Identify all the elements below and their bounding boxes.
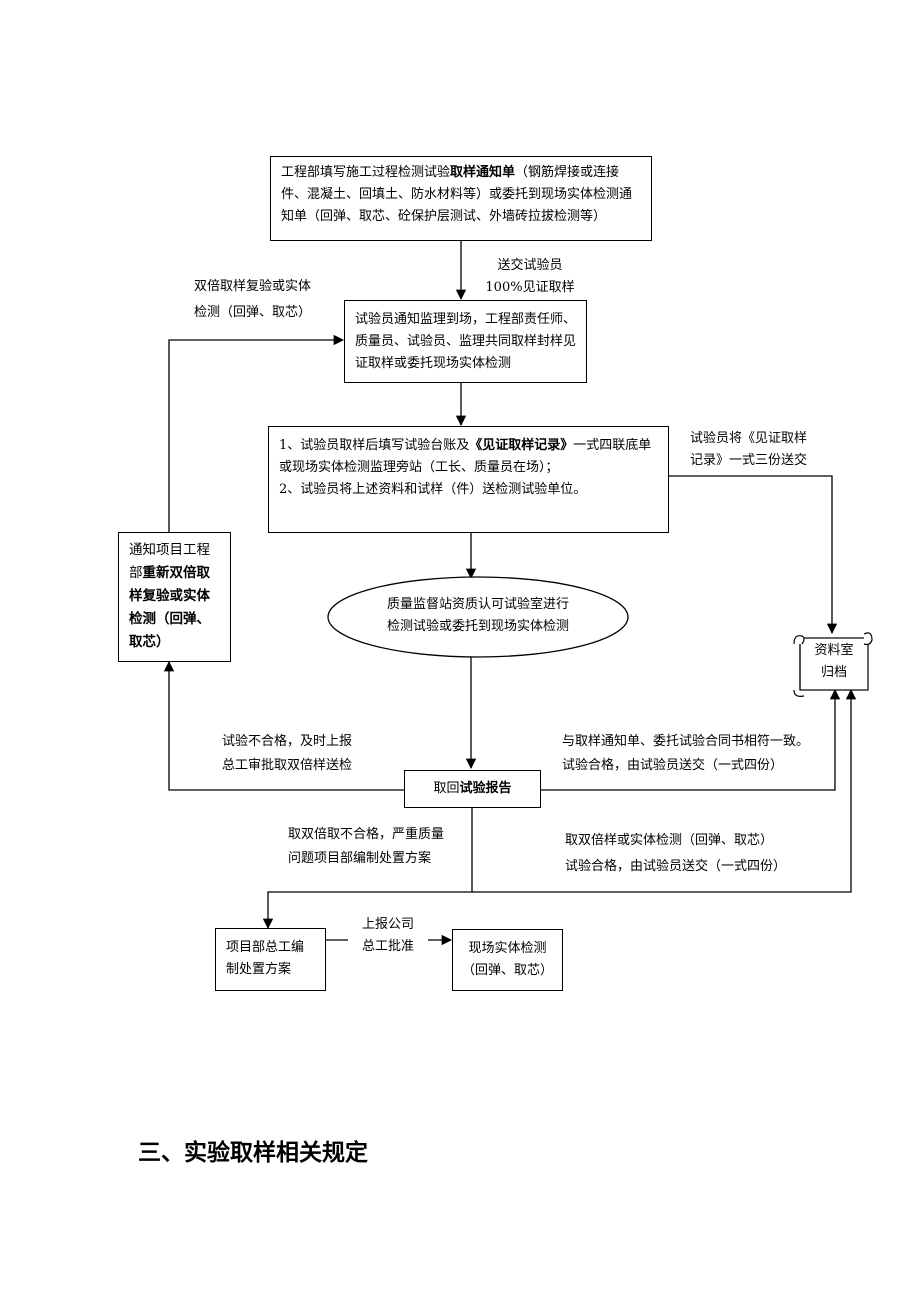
archive-line-1: 资料室	[814, 643, 854, 658]
arrow-branch-to-archive	[472, 688, 857, 893]
label-report-company-2: 总工批准	[361, 939, 414, 954]
witness-record-box: 1、试验员取样后填写试验台账及《见证取样记录》一式四联底单或现场实体检测监理旁站…	[268, 426, 669, 533]
witness-record-line-2: 2、试验员将上述资料和试样（件）送检测试验单位。	[279, 482, 587, 497]
label-double-fail: 取双倍取不合格，严重质量 问题项目部编制处置方案	[288, 824, 444, 870]
witness-record-line-1: 1、试验员取样后填写试验台账及《见证取样记录》一式四联底单或现场实体检测监理旁站…	[279, 435, 658, 479]
sampling-notice-text-1: 工程部填写施工过程检测试验	[281, 165, 451, 180]
label-double-sampling-2: 检测（回弹、取芯）	[194, 305, 312, 320]
site-inspection-line-1: 现场实体检测	[468, 941, 547, 956]
label-test-pass: 与取样通知单、委托试验合同书相符一致。 试验合格，由试验员送交（一式四份）	[562, 731, 809, 777]
label-test-fail-1: 试验不合格，及时上报	[222, 734, 353, 749]
label-send-tester-2: 100%见证取样	[485, 280, 575, 295]
label-test-pass-2: 试验合格，由试验员送交（一式四份）	[562, 758, 784, 773]
report-text: 取回	[433, 781, 460, 796]
arrow-report-pass-to-archive	[541, 688, 841, 791]
notify-bold: 重新双倍取样复验或实体检测（回弹、取芯）	[129, 565, 210, 650]
archive-label: 资料室 归档	[800, 640, 868, 684]
site-inspection-box: 现场实体检测 （回弹、取芯）	[452, 929, 563, 991]
sampling-notice-bold: 取样通知单	[450, 165, 516, 180]
sampling-notice-box: 工程部填写施工过程检测试验取样通知单（钢筋焊接或连接件、混凝土、回填土、防水材料…	[270, 156, 652, 241]
disposal-plan-box: 项目部总工编制处置方案	[215, 928, 326, 991]
label-double-pass-2: 试验合格，由试验员送交（一式四份）	[565, 859, 787, 874]
label-test-fail-2: 总工审批取双倍样送检	[222, 758, 353, 773]
joint-sampling-text: 试验员通知监理到场，工程部责任师、质量员、试验员、监理共同取样封样见证取样或委托…	[355, 312, 577, 371]
label-double-sampling-1: 双倍取样复验或实体	[194, 279, 312, 294]
arrow-notify-to-sampling	[168, 334, 345, 532]
label-record-to-archive-2: 记录》一式三份送交	[690, 453, 808, 468]
arrow-record-to-archive	[668, 475, 838, 635]
arrow-report-to-branch	[262, 808, 473, 930]
lab-ellipse-text: 质量监督站资质认可试验室进行 检测试验或委托到现场实体检测	[338, 594, 618, 638]
label-send-tester-1: 送交试验员	[497, 258, 563, 273]
witness-record-text-1b: 一式四联底单或现场实体检测监理旁站（工长、质量员在场）；	[279, 438, 652, 475]
site-inspection-line-2: （回弹、取芯）	[461, 963, 553, 978]
section-heading: 三、实验取样相关规定	[138, 1139, 368, 1166]
arrow-report-fail-to-notify	[163, 660, 404, 791]
label-report-company-1: 上报公司	[361, 917, 414, 932]
lab-ellipse	[327, 576, 629, 658]
label-record-to-archive: 试验员将《见证取样 记录》一式三份送交	[690, 428, 807, 472]
test-report-box: 取回试验报告	[404, 770, 541, 808]
notify-text: 通知项目工程部	[129, 542, 210, 581]
sampling-notice-text-2: （钢筋焊接或连接件、混凝土、回填土、防水材料等）或委托到现场实体检测通知单（回弹…	[281, 165, 633, 224]
disposal-plan-text: 项目部总工编制处置方案	[226, 940, 305, 977]
joint-sampling-box: 试验员通知监理到场，工程部责任师、质量员、试验员、监理共同取样封样见证取样或委托…	[344, 300, 587, 383]
archive-scroll-icon	[793, 632, 873, 697]
label-report-company: 上报公司 总工批准	[350, 914, 426, 958]
witness-record-bold: 《见证取样记录》	[469, 438, 574, 453]
label-double-fail-1: 取双倍取不合格，严重质量	[288, 827, 445, 842]
label-send-tester: 送交试验员 100%见证取样	[475, 255, 585, 299]
label-double-pass-1: 取双倍样或实体检测（回弹、取芯）	[565, 833, 774, 848]
lab-ellipse-line-2: 检测试验或委托到现场实体检测	[386, 619, 569, 634]
label-double-sampling: 双倍取样复验或实体 检测（回弹、取芯）	[194, 276, 311, 324]
label-record-to-archive-1: 试验员将《见证取样	[690, 431, 808, 446]
label-test-pass-1: 与取样通知单、委托试验合同书相符一致。	[562, 734, 810, 749]
lab-ellipse-line-1: 质量监督站资质认可试验室进行	[386, 597, 569, 612]
witness-record-text-1a: 1、试验员取样后填写试验台账及	[279, 438, 470, 453]
archive-line-2: 归档	[820, 665, 847, 680]
report-bold: 试验报告	[459, 781, 512, 796]
notify-double-sampling-box: 通知项目工程部重新双倍取样复验或实体检测（回弹、取芯）	[118, 532, 231, 662]
label-double-pass: 取双倍样或实体检测（回弹、取芯） 试验合格，由试验员送交（一式四份）	[565, 830, 786, 878]
label-test-fail: 试验不合格，及时上报 总工审批取双倍样送检	[222, 731, 352, 777]
label-double-fail-2: 问题项目部编制处置方案	[288, 851, 432, 866]
